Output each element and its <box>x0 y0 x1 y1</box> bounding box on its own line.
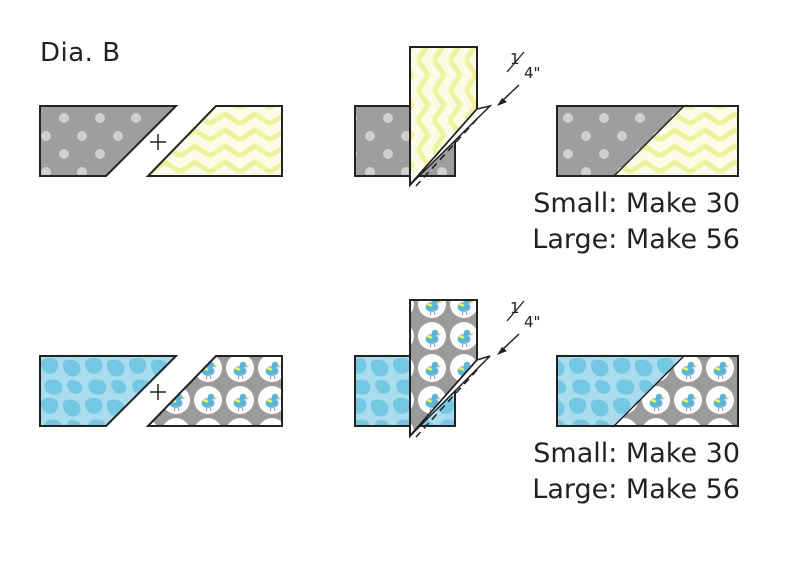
gray-polka-dot-piece <box>39 105 179 177</box>
svg-text:1: 1 <box>510 299 520 317</box>
large-count: Large: Make 56 <box>532 224 740 255</box>
stitch-line <box>415 118 478 187</box>
row-1: 1 4" <box>39 46 739 188</box>
large-count: Large: Make 56 <box>532 474 740 505</box>
row-2-counts: Small: Make 30 Large: Make 56 <box>532 436 740 508</box>
finished-unit <box>556 105 739 177</box>
bird-print-piece <box>145 355 283 427</box>
small-count: Small: Make 30 <box>533 438 740 469</box>
seam-allowance-label: 1 4" <box>506 50 540 82</box>
stitch-line <box>415 369 478 438</box>
fold-triangle <box>409 355 491 437</box>
svg-text:4": 4" <box>524 64 540 82</box>
svg-text:1: 1 <box>510 50 520 68</box>
arrow-icon <box>497 84 520 106</box>
diagram-title: Dia. B <box>40 38 121 68</box>
arrow-icon <box>497 333 520 355</box>
yellow-chevron-piece <box>145 105 283 177</box>
small-count: Small: Make 30 <box>533 188 740 219</box>
plus-icon <box>150 134 166 150</box>
finished-unit <box>556 355 739 427</box>
plus-icon <box>150 384 166 400</box>
blue-giraffe-piece <box>39 355 179 427</box>
row-1-counts: Small: Make 30 Large: Make 56 <box>532 186 740 258</box>
svg-text:4": 4" <box>524 313 540 331</box>
seam-allowance-label: 1 4" <box>506 299 540 331</box>
row-2: 1 4" <box>39 299 739 439</box>
fold-triangle <box>409 104 493 186</box>
